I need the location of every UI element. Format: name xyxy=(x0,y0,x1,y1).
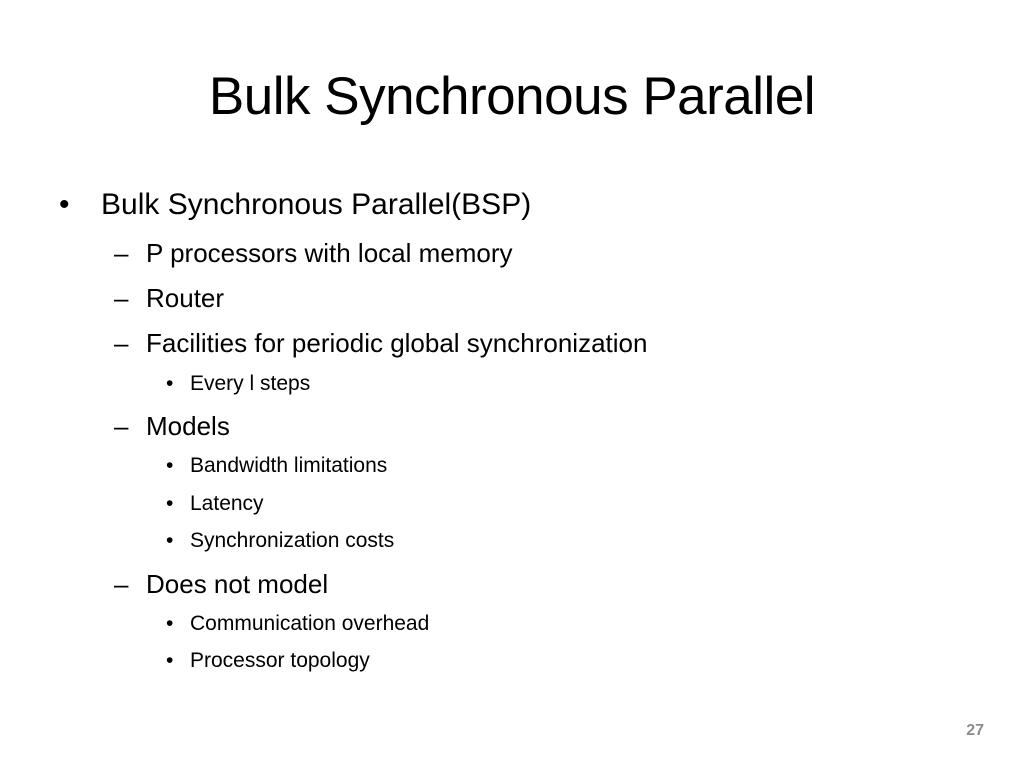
bullet-marker: • xyxy=(166,454,174,477)
bullet-marker: • xyxy=(166,649,174,672)
bullet-text: Synchronization costs xyxy=(190,529,395,552)
bullet-marker: • xyxy=(166,612,174,635)
bullet-item-level2: – Does not model xyxy=(114,567,329,601)
bullet-text: Communication overhead xyxy=(190,612,430,635)
bullet-text: Facilities for periodic global synchroni… xyxy=(146,328,648,358)
bullet-marker: • xyxy=(166,372,174,395)
bullet-marker: • xyxy=(166,529,174,552)
bullet-item-level3: • Processor topology xyxy=(166,647,370,675)
bullet-text: Does not model xyxy=(146,569,329,599)
bullet-item-level3: • Synchronization costs xyxy=(166,527,395,555)
bullet-item-level3: • Communication overhead xyxy=(166,610,430,638)
slide-title: Bulk Synchronous Parallel xyxy=(208,67,816,126)
bullet-text: Processor topology xyxy=(190,649,370,672)
bullet-item-level3: • Every l steps xyxy=(166,370,311,398)
bullet-text: Models xyxy=(146,411,230,441)
bullet-item-level2: – P processors with local memory xyxy=(114,236,513,270)
bullet-text: Latency xyxy=(190,492,264,515)
bullet-item-level3: • Bandwidth limitations xyxy=(166,452,388,480)
dash-marker: – xyxy=(114,569,129,599)
dash-marker: – xyxy=(114,283,129,313)
dash-marker: – xyxy=(114,411,129,441)
bullet-text: P processors with local memory xyxy=(146,238,513,268)
bullet-item-level1: • Bulk Synchronous Parallel(BSP) xyxy=(59,185,532,225)
bullet-item-level2: – Router xyxy=(114,281,225,315)
dash-marker: – xyxy=(114,238,129,268)
bullet-text: Every l steps xyxy=(190,372,311,395)
bullet-item-level3: • Latency xyxy=(166,490,264,518)
bullet-item-level2: – Facilities for periodic global synchro… xyxy=(114,326,648,360)
bullet-text: Bulk Synchronous Parallel(BSP) xyxy=(101,188,532,221)
bullet-text: Bandwidth limitations xyxy=(190,454,388,477)
bullet-marker: • xyxy=(166,492,174,515)
dash-marker: – xyxy=(114,328,129,358)
bullet-marker: • xyxy=(59,188,70,221)
bullet-text: Router xyxy=(146,283,225,313)
page-number: 27 xyxy=(966,722,984,739)
bullet-item-level2: – Models xyxy=(114,409,230,443)
